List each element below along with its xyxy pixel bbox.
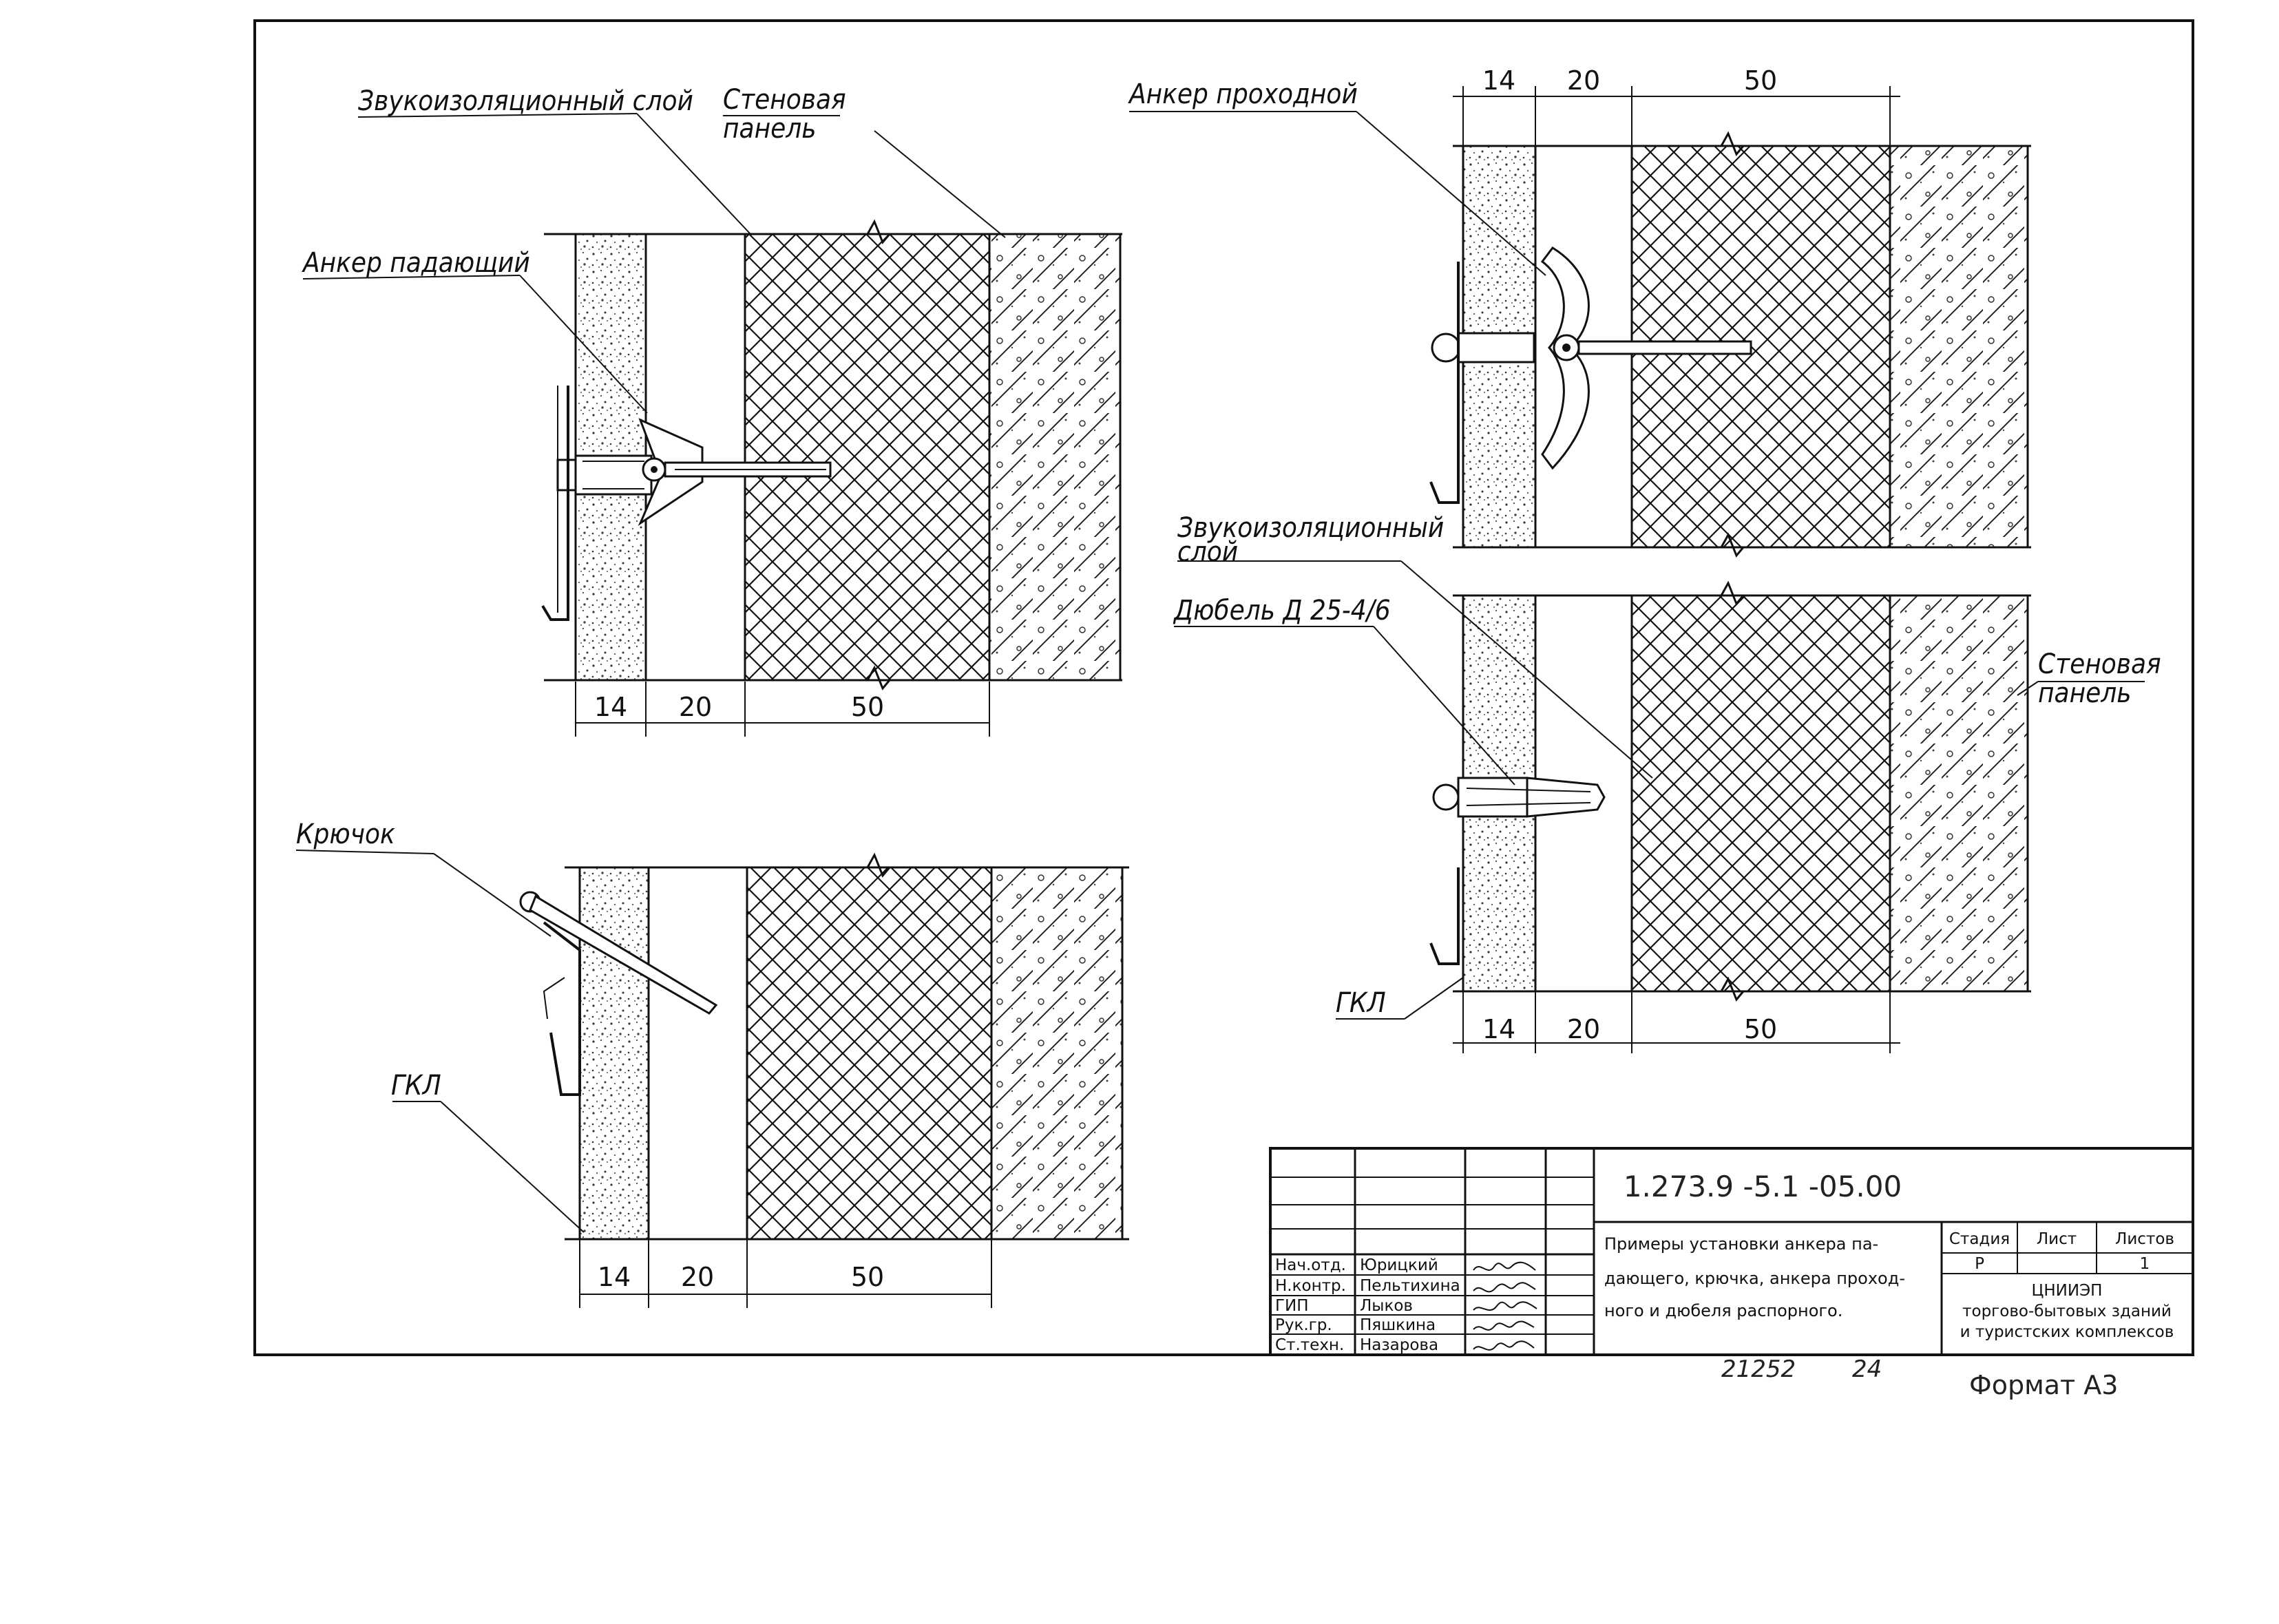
label-sound-layer: Звукоизоляционный слой: [358, 85, 693, 117]
dim-14: 14: [1482, 1014, 1515, 1044]
row-role: ГИП: [1275, 1297, 1309, 1315]
drawing-code: 1.273.9 -5.1 -05.00: [1624, 1170, 1902, 1203]
paper-format: Формат А3: [1969, 1370, 2118, 1400]
label-wall-panel-l1: Стеновая: [723, 84, 846, 116]
title-block: 1.273.9 -5.1 -05.00 Примеры установки ан…: [1269, 1147, 2194, 1356]
org-line-2: торгово-бытовых зданий: [1962, 1303, 2172, 1320]
label-hook: Крючок: [296, 819, 395, 850]
label-anchor-folding: Анкер падающий: [302, 247, 530, 279]
row-name: Назарова: [1360, 1336, 1438, 1354]
row-role: Н.контр.: [1275, 1277, 1346, 1295]
dim-14: 14: [1482, 65, 1515, 96]
detail-hook: 14 20 50: [295, 850, 1129, 1308]
row-name: Лыков: [1360, 1297, 1413, 1315]
label-gkl-right: ГКЛ: [1336, 987, 1386, 1019]
row-name: Пяшкина: [1360, 1316, 1436, 1334]
sheet-frame: [253, 19, 2194, 1356]
org-line-3: и туристских комплексов: [1960, 1323, 2174, 1341]
label-anchor-through: Анкер проходной: [1128, 78, 1358, 110]
stage-value: Р: [1975, 1255, 1984, 1273]
dim-20: 20: [679, 692, 712, 722]
col-sheets: Листов: [2115, 1230, 2174, 1248]
dim-20: 20: [681, 1262, 714, 1292]
signature: [1473, 1261, 1537, 1351]
row-role: Ст.техн.: [1275, 1336, 1344, 1354]
label-sound-layer-right-l1: Звукоизоляционный: [1177, 512, 1444, 544]
row-name: Юрицкий: [1360, 1256, 1438, 1274]
label-wall-panel-right-l2: панель: [2038, 677, 2132, 709]
dim-50: 50: [851, 1262, 884, 1292]
title-line-3: ного и дюбеля распорного.: [1604, 1301, 1842, 1320]
label-gkl-left: ГКЛ: [391, 1070, 441, 1101]
col-stage: Стадия: [1949, 1230, 2010, 1248]
org-line-1: ЦНИИЭП: [2032, 1282, 2103, 1300]
col-sheet: Лист: [2037, 1230, 2077, 1248]
detail-dowel: 14 20 50: [1174, 560, 2145, 1053]
row-role: Рук.гр.: [1275, 1316, 1332, 1334]
row-role: Нач.отд.: [1275, 1256, 1346, 1274]
label-wall-panel-l2: панель: [723, 113, 817, 145]
label-sound-layer-right-l2: слой: [1177, 536, 1238, 568]
label-wall-panel-right-l1: Стеновая: [2038, 648, 2161, 680]
title-line-1: Примеры установки анкера па-: [1604, 1234, 1878, 1254]
detail-folding-anchor: 14 20 50: [519, 113, 1122, 737]
dim-20: 20: [1567, 1014, 1600, 1044]
inventory-number: 21252: [1721, 1356, 1796, 1383]
title-line-2: дающего, крючка, анкера проход-: [1604, 1269, 1905, 1288]
dim-50: 50: [851, 692, 884, 722]
dim-50: 50: [1744, 1014, 1777, 1044]
dim-14: 14: [598, 1262, 631, 1292]
dim-50: 50: [1744, 65, 1777, 96]
page-number: 24: [1852, 1356, 1882, 1383]
label-dowel: Дюбель Д 25-4/6: [1173, 595, 1391, 626]
detail-through-anchor: 14 20 50: [1129, 65, 2031, 558]
dim-20: 20: [1567, 65, 1600, 96]
row-name: Пельтихина: [1360, 1277, 1460, 1295]
dim-14: 14: [594, 692, 627, 722]
sheets-value: 1: [2140, 1255, 2150, 1273]
